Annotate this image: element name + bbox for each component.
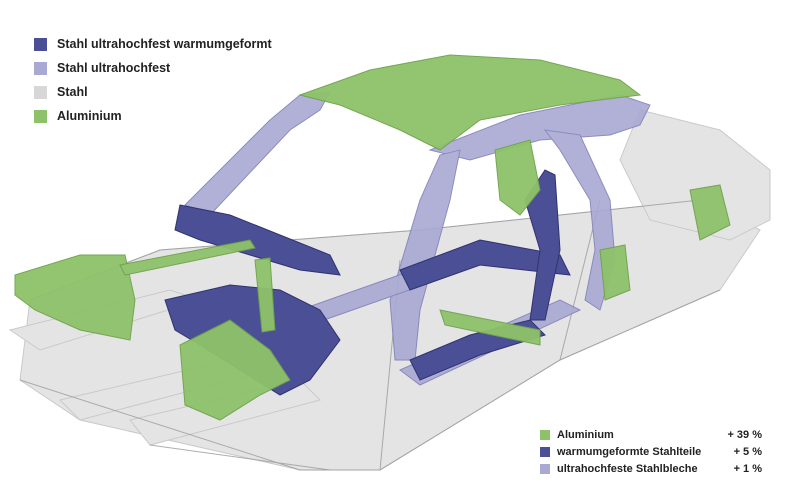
legend-label-aluminium: Aluminium (57, 109, 122, 123)
legend-item-hot-formed: Stahl ultrahochfest warmumgeformt (34, 32, 272, 56)
legend-item-ultra-high: Stahl ultrahochfest (34, 56, 272, 80)
legend-label-steel: Stahl (57, 85, 88, 99)
change-item-hot-formed: warmumgeformte Stahlteile + 5 % (540, 443, 762, 460)
aluminium-parts (14, 54, 731, 421)
change-swatch-ultra-high (540, 463, 550, 474)
change-label-ultra-high: ultrahochfeste Stahlbleche (557, 462, 698, 475)
legend-swatch-ultra-high (34, 61, 47, 75)
change-legend: Aluminium + 39 % warmumgeformte Stahltei… (540, 426, 762, 477)
legend-swatch-aluminium (34, 109, 47, 123)
change-label-aluminium: Aluminium (557, 428, 614, 441)
change-swatch-aluminium (540, 429, 550, 440)
change-value-aluminium: + 39 % (727, 428, 762, 441)
change-value-ultra-high: + 1 % (733, 462, 762, 475)
change-item-aluminium: Aluminium + 39 % (540, 426, 762, 443)
material-legend: Stahl ultrahochfest warmumgeformt Stahl … (34, 32, 272, 128)
legend-label-ultra-high: Stahl ultrahochfest (57, 61, 171, 75)
hot-formed-parts (164, 169, 571, 396)
legend-label-hot-formed: Stahl ultrahochfest warmumgeformt (57, 37, 272, 51)
change-swatch-hot-formed (540, 446, 550, 457)
legend-swatch-hot-formed (34, 37, 47, 51)
change-item-ultra-high: ultrahochfeste Stahlbleche + 1 % (540, 460, 762, 477)
legend-item-aluminium: Aluminium (34, 104, 272, 128)
legend-item-steel: Stahl (34, 80, 272, 104)
change-value-hot-formed: + 5 % (733, 445, 762, 458)
change-label-hot-formed: warmumgeformte Stahlteile (557, 445, 702, 458)
legend-swatch-steel (34, 85, 47, 99)
